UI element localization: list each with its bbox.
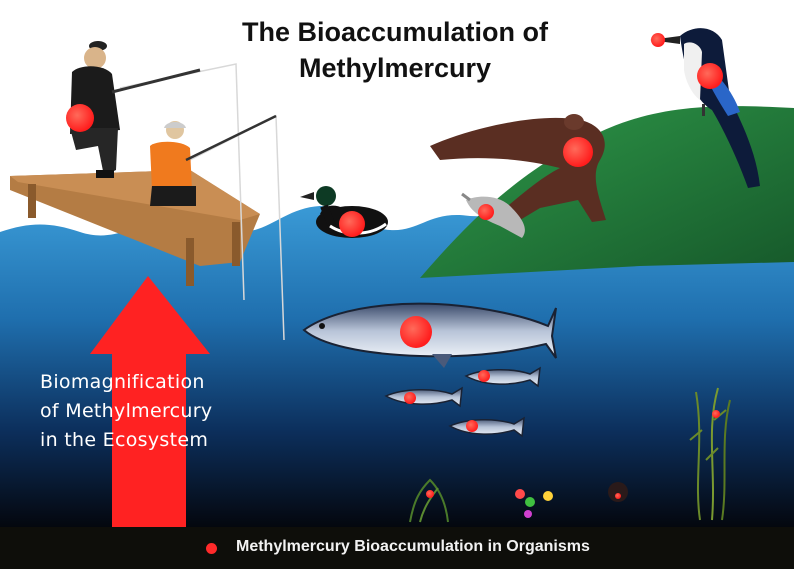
mercury-dot-small-fish-2	[404, 392, 416, 404]
mercury-dot-plankton	[615, 493, 621, 499]
biomagnification-label: Biomagnification of Methylmercury in the…	[40, 368, 280, 455]
arrow-label-line-2: of Methylmercury	[40, 397, 280, 426]
mercury-dot-small-fish-3	[466, 420, 478, 432]
mercury-dot-plant	[712, 410, 720, 418]
mercury-dot-weed	[426, 490, 434, 498]
mercury-dot-kingfisher-prey	[651, 33, 665, 47]
mercury-dot-small-fish-1	[478, 370, 490, 382]
mercury-dot-loon	[339, 211, 365, 237]
mercury-dot-large-fish	[400, 316, 432, 348]
arrow-label-line-1: Biomagnification	[40, 368, 280, 397]
mercury-dot-otter	[563, 137, 593, 167]
diagram-title: The Bioaccumulation of Methylmercury	[150, 14, 640, 86]
title-line-1: The Bioaccumulation of	[150, 14, 640, 50]
legend-text: Methylmercury Bioaccumulation in Organis…	[236, 538, 590, 556]
title-line-2: Methylmercury	[150, 50, 640, 86]
legend-bar: Methylmercury Bioaccumulation in Organis…	[0, 527, 794, 569]
mercury-dot-adult	[66, 104, 94, 132]
legend-marker	[206, 543, 217, 554]
mercury-dot-kingfisher	[697, 63, 723, 89]
arrow-label-line-3: in the Ecosystem	[40, 426, 280, 455]
mercury-dot-otter-prey	[478, 204, 494, 220]
